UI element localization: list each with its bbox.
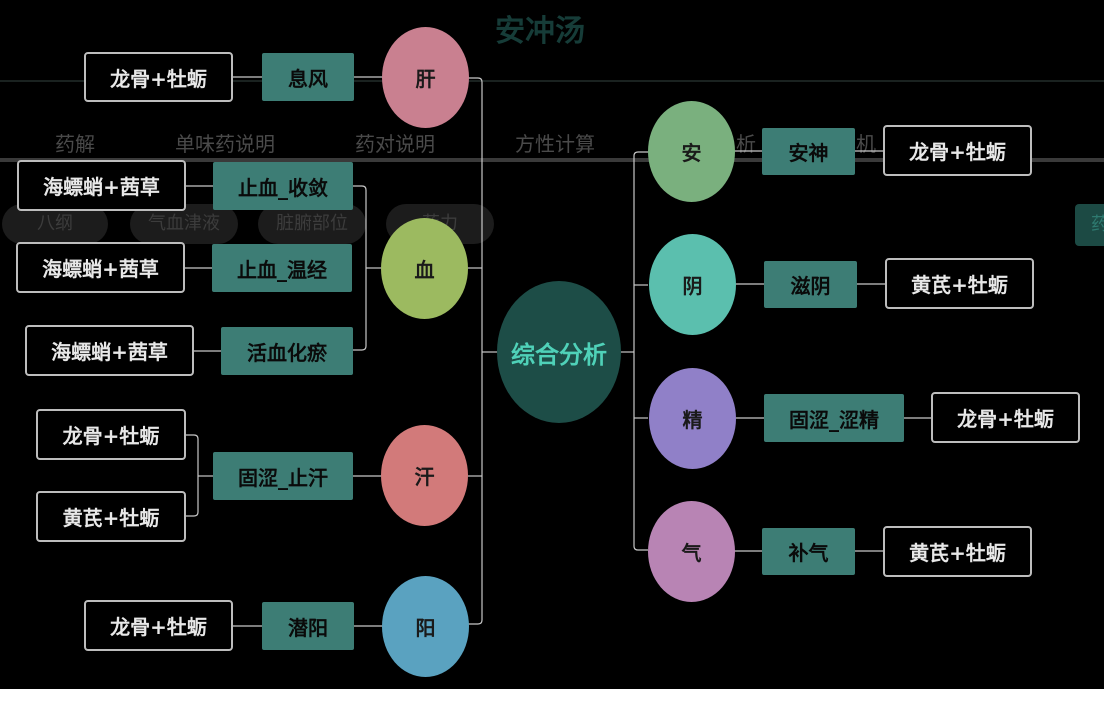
tab-herb-pair[interactable]: 药对说明 <box>355 132 435 156</box>
tab-mechanism[interactable]: 机 <box>856 132 876 156</box>
category-yin[interactable]: 阴 <box>649 234 736 335</box>
herb-longgu-muli[interactable]: 龙骨+牡蛎 <box>931 392 1080 443</box>
tab-analysis[interactable]: 析 <box>736 132 756 156</box>
function-huoxue-huayu[interactable]: 活血化瘀 <box>221 327 353 375</box>
function-anshen[interactable]: 安神 <box>762 128 855 175</box>
category-jing[interactable]: 精 <box>649 368 736 469</box>
herb-huangqi-muli[interactable]: 黄芪+牡蛎 <box>885 258 1034 309</box>
herb-haipiaoxiao-qiancao[interactable]: 海螵蛸+茜草 <box>17 160 186 211</box>
function-xifeng[interactable]: 息风 <box>262 53 354 101</box>
formula-title: 安冲汤 <box>495 14 585 49</box>
herb-huangqi-muli[interactable]: 黄芪+牡蛎 <box>36 491 186 542</box>
side-chip[interactable]: 药 <box>1075 204 1104 246</box>
category-qi[interactable]: 气 <box>648 501 735 602</box>
function-qianyang[interactable]: 潜阳 <box>262 602 354 650</box>
function-guse-zhihan[interactable]: 固涩_止汗 <box>213 452 353 500</box>
herb-longgu-muli[interactable]: 龙骨+牡蛎 <box>883 125 1032 176</box>
herb-haipiaoxiao-qiancao[interactable]: 海螵蛸+茜草 <box>25 325 194 376</box>
divider <box>0 158 1104 162</box>
category-han[interactable]: 汗 <box>381 425 468 526</box>
herb-haipiaoxiao-qiancao[interactable]: 海螵蛸+茜草 <box>16 242 185 293</box>
tab-yaojie[interactable]: 药解 <box>55 132 95 156</box>
filter-zangfu[interactable]: 脏腑部位 <box>258 204 366 244</box>
category-yang[interactable]: 阳 <box>382 576 469 677</box>
herb-huangqi-muli[interactable]: 黄芪+牡蛎 <box>883 526 1032 577</box>
category-xue[interactable]: 血 <box>381 218 468 319</box>
function-guse-sejing[interactable]: 固涩_涩精 <box>764 394 904 442</box>
tab-formula-calc[interactable]: 方性计算 <box>515 132 595 156</box>
function-zhixue-wenjing[interactable]: 止血_温经 <box>212 244 352 292</box>
filter-qixue[interactable]: 气血津液 <box>130 204 238 244</box>
herb-longgu-muli[interactable]: 龙骨+牡蛎 <box>36 409 186 460</box>
divider <box>0 80 1104 82</box>
herb-longgu-muli[interactable]: 龙骨+牡蛎 <box>84 600 233 651</box>
herb-longgu-muli[interactable]: 龙骨+牡蛎 <box>84 52 233 102</box>
function-zhixue-shoulian[interactable]: 止血_收敛 <box>213 162 353 210</box>
center-node[interactable]: 综合分析 <box>497 281 621 423</box>
category-an[interactable]: 安 <box>648 101 735 202</box>
category-gan[interactable]: 肝 <box>382 27 469 128</box>
tab-single-herb[interactable]: 单味药说明 <box>175 132 275 156</box>
function-ziyin[interactable]: 滋阴 <box>764 261 857 308</box>
function-buqi[interactable]: 补气 <box>762 528 855 575</box>
